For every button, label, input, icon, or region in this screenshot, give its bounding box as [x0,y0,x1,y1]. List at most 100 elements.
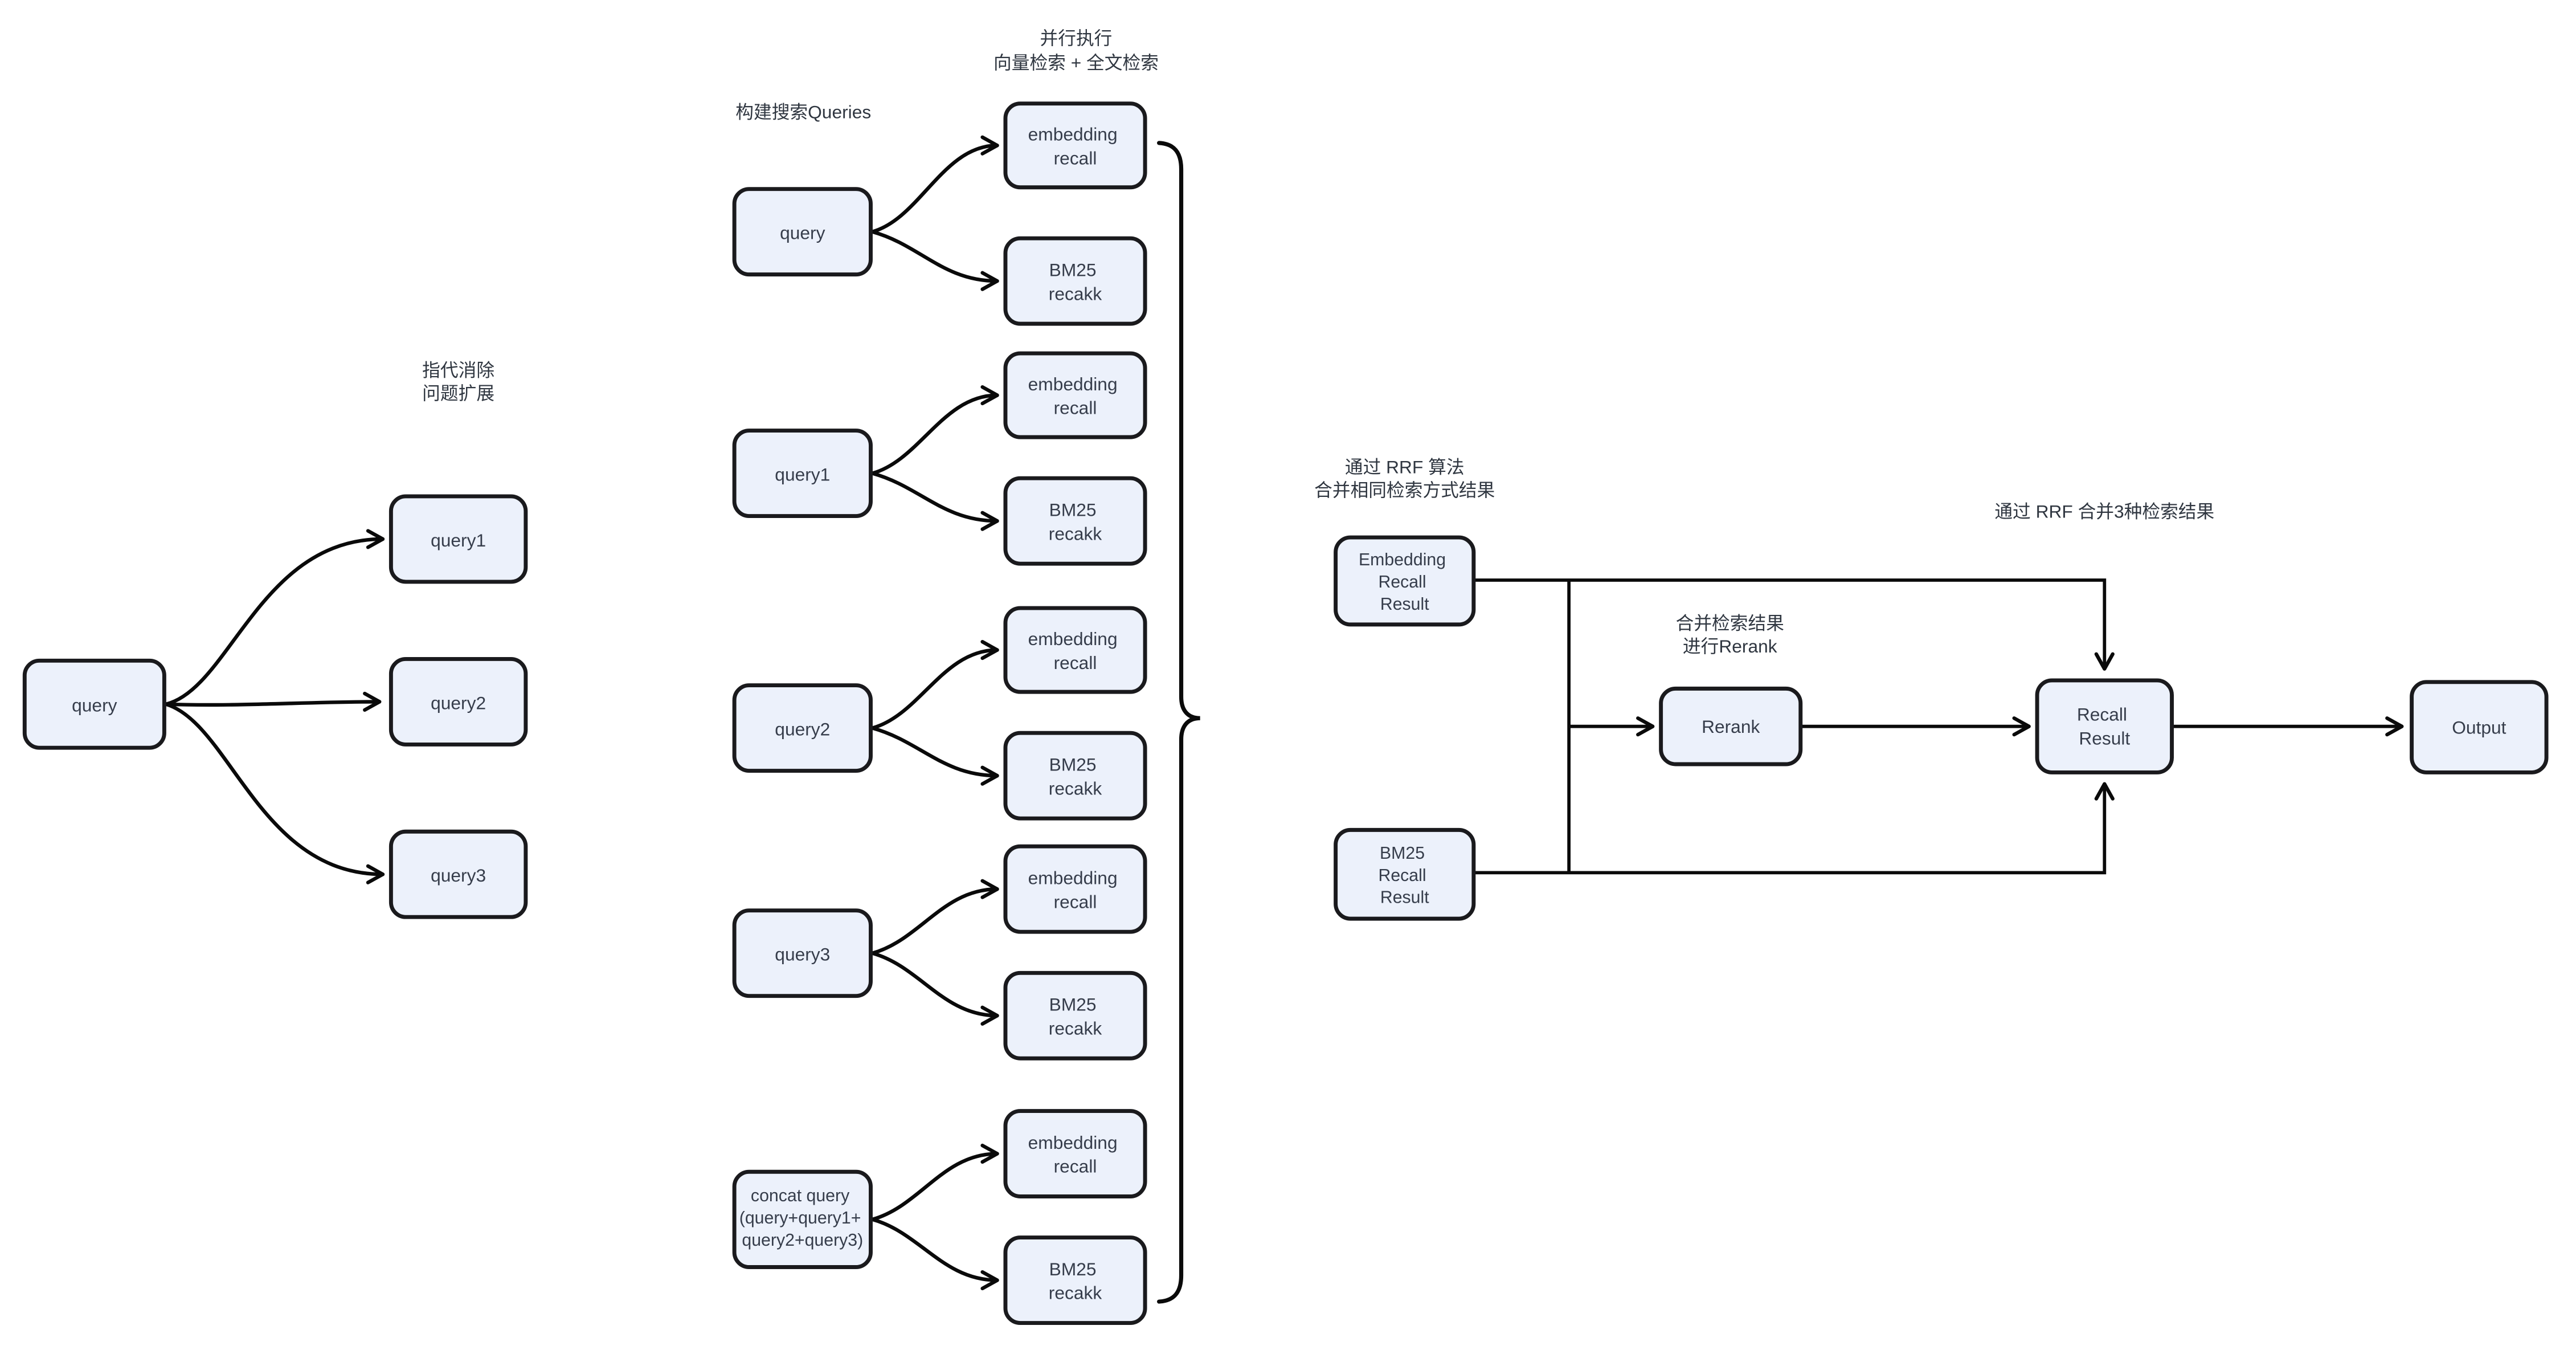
node-row3-embedding-box [1003,606,1147,694]
node-output-label: Output [2452,717,2506,738]
node-recall-result-line2: Result [2079,728,2130,748]
edge-embedding-result-to-recall-top [1473,578,2115,671]
node-row2-embedding-recall: embedding recall [1003,351,1147,439]
node-embedding-result-line3: Result [1380,595,1429,614]
node-row3-bm25: BM25 recakk [1003,731,1147,821]
node-row5-concat-label: concat query (query+query1+ query2+query… [739,1186,866,1250]
node-row4-bm25: BM25 recakk [1003,970,1147,1061]
node-recall-result-label: Recall Result [2077,704,2132,749]
node-row2-query-box [732,429,873,519]
node-left-query3-label: query3 [431,865,486,886]
node-bm25-result-box [1334,827,1476,921]
node-row5-concat-line2: (query+query1+ [739,1209,861,1227]
node-row1-query-box [732,187,873,277]
rerank-note-line2: 进行Rerank [1683,636,1777,656]
edge-row4-query-to-bm25 [870,951,999,1026]
node-row4-embedding-label: embedding recall [1028,868,1123,912]
node-row3-query-box [732,683,873,773]
node-row5-bm25: BM25 recakk [1003,1235,1147,1326]
node-left-query: query [22,658,166,750]
node-row1-embedding-recall: embedding recall [1003,101,1147,190]
node-output-box [2410,680,2549,774]
node-row1-bm25: BM25 recakk [1003,236,1147,326]
left-group: 指代消除 问题扩展 query query1 query2 query3 [22,360,528,919]
edge-row2-query-to-embedding [870,385,999,475]
parallel-label-line1: 并行执行 [1040,28,1113,48]
node-row5-concat-line3: query2+query3) [742,1231,863,1250]
node-bm25-result-line3: Result [1380,888,1429,907]
edge-row5-query-to-bm25 [870,1217,999,1291]
node-left-query3: query3 [389,829,528,919]
node-rerank: Rerank [1659,686,1803,766]
node-rerank-label: Rerank [1702,716,1760,737]
node-row5-concat-query: concat query (query+query1+ query2+query… [732,1169,873,1269]
edge-row1-query-to-bm25 [870,230,999,291]
node-row1-bm25-line1: BM25 [1049,259,1097,280]
node-row5-embedding-recall: embedding recall [1003,1109,1147,1198]
edge-row4-query-to-embedding [870,879,999,955]
rerank-note-line1: 合并检索结果 [1676,613,1784,634]
node-embedding-result-line2: Recall [1378,573,1426,592]
node-embedding-result-label: Embedding Recall Result [1359,550,1451,614]
node-row5-embedding-line2: recall [1054,1156,1097,1177]
rrf-merge-label-line1: 通过 RRF 算法 [1345,457,1465,478]
node-row3-bm25-line1: BM25 [1049,755,1097,775]
node-left-query1-label: query1 [431,530,486,550]
node-row4-bm25-box [1003,970,1147,1061]
node-row5-embedding-label: embedding recall [1028,1132,1123,1177]
node-row3-query-label: query2 [775,719,830,740]
node-row3-bm25-line2: recakk [1049,778,1102,798]
node-bm25-result-line1: BM25 [1380,844,1425,863]
rrf-merge-label-line2: 合并相同检索方式结果 [1314,480,1495,500]
node-left-query2: query2 [389,656,528,747]
node-row2-query: query1 [732,429,873,519]
rrf3-note: 通过 RRF 合并3种检索结果 [1994,501,2214,521]
node-embedding-result-line1: Embedding [1359,550,1446,569]
node-row3-query: query2 [732,683,873,773]
node-row4-query: query3 [732,908,873,998]
middle-group: 构建搜索Queries 并行执行 向量检索 + 全文检索 query embed… [732,28,1200,1326]
node-row2-bm25-line2: recakk [1049,523,1102,544]
node-row5-bm25-line1: BM25 [1049,1259,1097,1279]
node-row1-bm25-box [1003,236,1147,326]
node-row1-embedding-label: embedding recall [1028,124,1123,169]
node-left-query2-box [389,656,528,747]
node-rerank-box [1659,686,1803,766]
left-note-line1: 指代消除 [422,360,494,380]
edge-query-to-query3 [164,702,385,884]
curly-brace [1157,141,1200,1304]
node-row3-embedding-line1: embedding [1028,629,1118,649]
node-row3-bm25-label: BM25 recakk [1049,755,1102,799]
node-left-query2-label: query2 [431,692,486,713]
node-row4-bm25-line2: recakk [1049,1018,1102,1038]
node-row4-embedding-line2: recall [1054,891,1097,912]
edge-row3-query-to-bm25 [870,726,999,786]
node-row3-embedding-label: embedding recall [1028,629,1123,673]
node-row1-query: query [732,187,873,277]
edge-query-to-query1 [164,529,385,706]
node-row2-embedding-label: embedding recall [1028,374,1123,418]
edge-row3-query-to-embedding [870,640,999,730]
node-row2-bm25-label: BM25 recakk [1049,500,1102,544]
node-row5-bm25-label: BM25 recakk [1049,1259,1102,1303]
left-note-line2: 问题扩展 [422,383,494,403]
node-row2-bm25-box [1003,476,1147,566]
node-row5-concat-box [732,1169,873,1269]
node-left-query-box [22,658,166,750]
node-row4-embedding-recall: embedding recall [1003,844,1147,934]
node-embedding-result-box [1334,535,1476,627]
node-row4-bm25-label: BM25 recakk [1049,994,1102,1039]
node-row4-bm25-line1: BM25 [1049,994,1097,1015]
node-row2-embedding-box [1003,351,1147,439]
node-recall-result: Recall Result [2035,678,2174,774]
edge-row5-query-to-embedding [870,1143,999,1222]
node-row1-embedding-line2: recall [1054,148,1097,168]
node-row2-bm25: BM25 recakk [1003,476,1147,566]
edge-query-to-query2 [164,691,382,712]
node-row3-bm25-box [1003,731,1147,821]
edge-row1-query-to-embedding [870,135,999,234]
node-recall-result-line1: Recall [2077,704,2127,725]
right-group: 通过 RRF 算法 合并相同检索方式结果 合并检索结果 进行Rerank 通过 … [1314,457,2549,921]
